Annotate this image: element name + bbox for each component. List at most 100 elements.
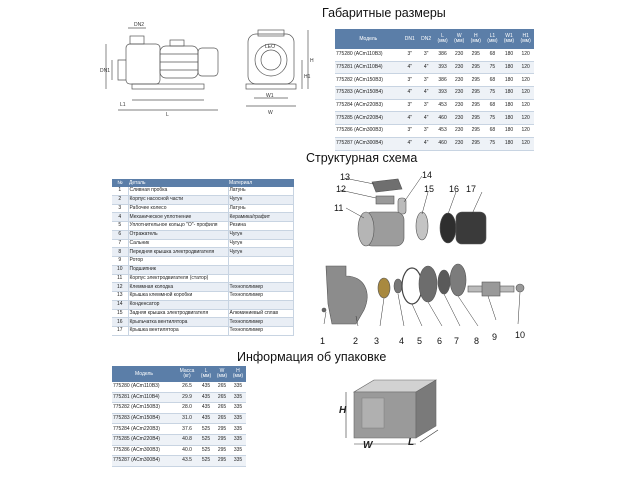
table-cell: 3" — [417, 73, 435, 88]
table-cell: 435 — [198, 413, 214, 425]
table-cell: 120 — [517, 61, 534, 75]
pack-header-w-text: W — [219, 368, 225, 374]
callout-5: 5 — [417, 336, 423, 346]
table-cell: 12 — [112, 282, 129, 292]
table-cell: 4" — [417, 86, 435, 100]
table-cell: 265 — [214, 402, 230, 414]
table-cell: Крыльчатка вентилятора — [128, 317, 229, 327]
table-cell: 16 — [112, 317, 129, 327]
table-cell: 230 — [450, 124, 468, 138]
table-cell: Крышка вентилятора — [128, 326, 229, 336]
table-cell: Задняя крышка электродвигателя — [128, 309, 229, 319]
table-cell: 120 — [517, 137, 534, 151]
pack-unit-mass: (кг) — [183, 373, 191, 379]
table-cell: 295 — [214, 423, 230, 435]
table-cell: 335 — [229, 423, 246, 435]
table-cell: 775285 (ACm220B4) — [335, 111, 402, 126]
box-illustration — [345, 379, 439, 445]
header-h: H(мм) — [467, 29, 485, 49]
table-cell: 775281 (ACm110B4) — [335, 61, 402, 75]
pack-unit-h: (мм) — [232, 373, 244, 379]
table-cell: 26.5 — [176, 382, 199, 393]
table-cell — [228, 256, 294, 266]
table-cell: 265 — [214, 382, 230, 393]
table-cell: 6 — [112, 230, 129, 240]
table-cell: 17 — [112, 326, 129, 336]
table-cell: 4" — [401, 137, 418, 151]
callout-16: 16 — [449, 184, 460, 194]
table-cell: 230 — [450, 99, 468, 113]
table-cell: 775285 (ACm220B4) — [112, 434, 177, 446]
table-cell: 295 — [467, 73, 485, 88]
table-cell: 775287 (ACm300B4) — [335, 137, 402, 151]
callout-9: 9 — [492, 332, 498, 342]
table-cell: 120 — [517, 86, 534, 100]
table-cell: 393 — [434, 86, 451, 100]
table-cell: 453 — [434, 124, 451, 138]
table-cell: 75 — [484, 111, 501, 126]
table-cell: Отражатель — [128, 230, 229, 240]
table-cell: 3" — [417, 124, 435, 138]
table-cell: 75 — [484, 137, 501, 151]
callout-15: 15 — [424, 184, 435, 194]
table-cell: 775286 (ACm300B3) — [335, 124, 402, 138]
callout-14: 14 — [422, 170, 433, 180]
table-cell: 775282 (ACm150B3) — [112, 402, 177, 414]
table-cell: 120 — [517, 111, 534, 126]
table-cell: 68 — [484, 124, 501, 138]
callout-1: 1 — [320, 336, 326, 346]
table-cell: 1 — [112, 187, 129, 196]
table-cell: 28.0 — [176, 402, 199, 414]
header-dn2: DN2 — [417, 29, 435, 49]
table-cell: Алюминиевый сплав — [228, 309, 294, 319]
unit-h1: (мм) — [520, 38, 531, 44]
table-cell: 75 — [484, 86, 501, 100]
table-cell: Технополимер — [228, 317, 294, 327]
header-l: L(мм) — [434, 29, 451, 49]
table-cell: 775283 (ACm150B4) — [112, 413, 177, 425]
table-cell: 180 — [500, 124, 518, 138]
label-dn2: DN2 — [134, 22, 144, 28]
table-cell: 40.0 — [176, 445, 199, 457]
header-w1: W1(мм) — [500, 29, 518, 49]
table-cell: 68 — [484, 73, 501, 88]
table-cell: Механическое уплотнение — [128, 212, 229, 222]
table-cell: Технополимер — [228, 326, 294, 336]
header-h1: H1(мм) — [517, 29, 534, 49]
table-cell: 3" — [401, 124, 418, 138]
table-cell: 3" — [417, 49, 435, 62]
table-cell: Чугун — [228, 230, 294, 240]
table-cell: 4" — [417, 61, 435, 75]
table-cell: 4" — [417, 111, 435, 126]
label-l1: L1 — [120, 102, 126, 108]
table-cell: 295 — [467, 99, 485, 113]
table-cell — [228, 265, 294, 275]
table-cell: 775283 (ACm150B4) — [335, 86, 402, 100]
table-cell: 120 — [517, 124, 534, 138]
table-cell: 180 — [500, 99, 518, 113]
pack-header-l-text: L — [204, 368, 208, 374]
table-cell: 120 — [517, 99, 534, 113]
unit-w1: (мм) — [503, 38, 515, 44]
table-cell: Рабочее колесо — [128, 204, 229, 214]
table-cell: 11 — [112, 274, 129, 284]
table-cell: 335 — [229, 445, 246, 457]
callout-6: 6 — [437, 336, 443, 346]
table-cell: 9 — [112, 256, 129, 266]
dimensions-table-header: Модель DN1 DN2 L(мм) W(мм) H(мм) L1(мм) … — [335, 29, 534, 49]
table-cell: Сливная пробка — [128, 187, 229, 196]
table-cell: Чугун — [228, 239, 294, 249]
header-part: Деталь — [128, 179, 228, 187]
table-cell: 460 — [434, 111, 451, 126]
